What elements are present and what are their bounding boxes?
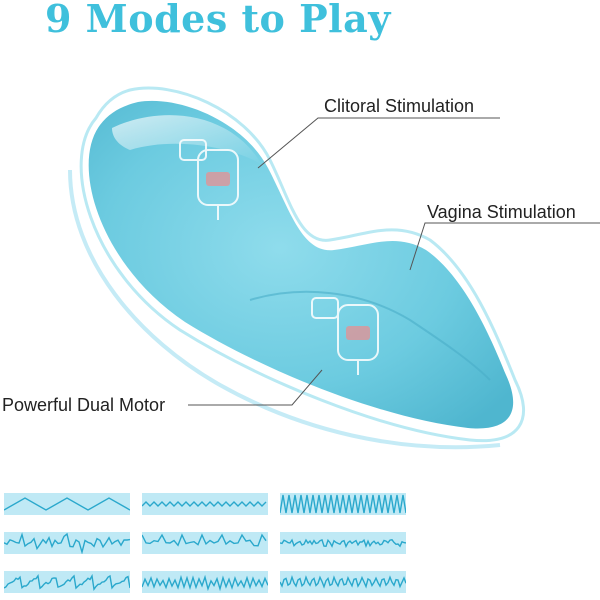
mode-2-waveform [142,501,267,507]
mode-2-line [142,501,267,507]
mode-8-waveform [142,574,268,592]
mode-1-line [4,497,130,511]
motor-top [179,139,239,220]
mode-2 [142,493,268,515]
page-title: 9 Modes to Play [45,0,391,41]
mode-3-line [280,494,406,514]
mode-6 [280,532,406,554]
mode-8-line [142,574,268,592]
product-body [88,100,514,429]
callout-clitoral: Clitoral Stimulation [324,96,475,116]
mode-1 [4,493,130,515]
mode-5-waveform [142,533,267,547]
outline-glow [79,86,525,443]
mode-1-waveform [4,497,130,511]
body-ridge [249,290,491,381]
mode-4 [4,532,130,554]
mode-5 [142,532,268,554]
mode-4-waveform [4,532,130,554]
mode-7 [4,571,130,593]
product-illustration [68,86,525,450]
callout-motor: Powerful Dual Motor [2,395,166,415]
mode-9-waveform [280,574,406,589]
mode-3 [280,493,406,515]
mode-9 [280,571,406,593]
mode-6-waveform [280,538,406,549]
mode-3-waveform [280,494,406,514]
mode-5-line [142,533,267,547]
callout-vagina: Vagina Stimulation [427,202,576,222]
mode-6-line [280,538,406,549]
mode-9-line [280,574,406,589]
mode-4-line [4,532,130,554]
mode-8 [142,571,268,593]
mode-7-waveform [4,573,130,591]
mode-7-line [4,573,130,591]
motor-bottom [311,297,379,375]
